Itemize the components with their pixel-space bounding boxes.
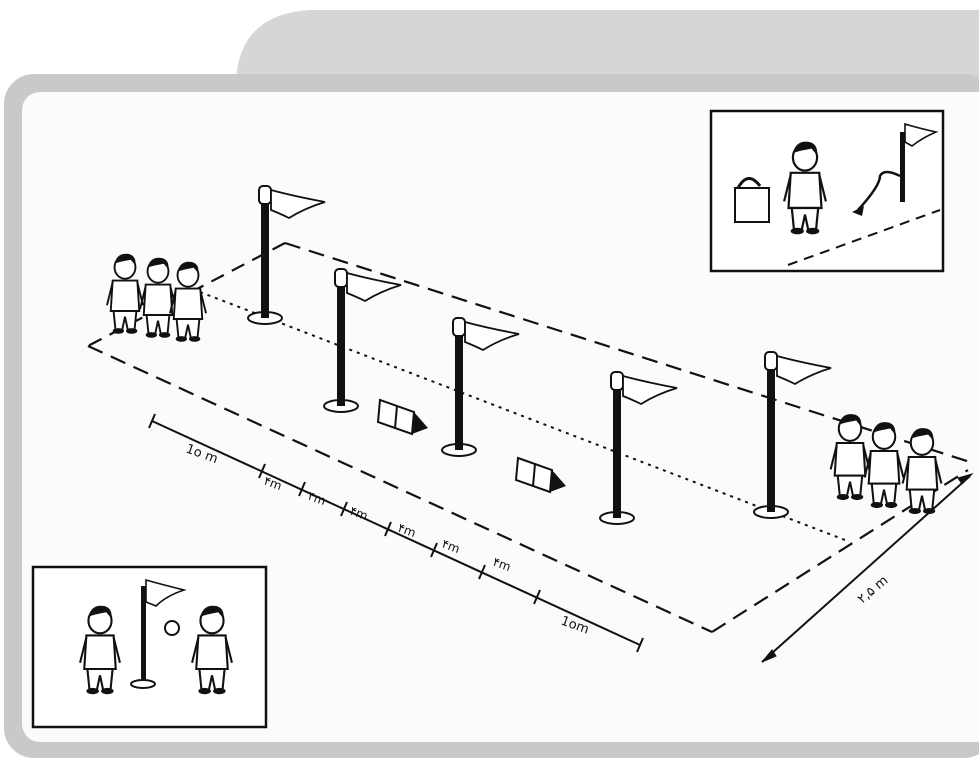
pole [613,376,621,518]
pole-cap [611,372,623,390]
inset-top-right [711,111,943,271]
pole [337,273,345,406]
inset-bottom-left [33,567,266,727]
ball-icon [165,621,179,635]
pole [455,322,463,450]
pole-base [131,680,155,688]
pole-cap [453,318,465,336]
pole-cap [259,186,271,204]
pole-cap [335,269,347,287]
header-tab [236,10,979,80]
pole [900,132,905,202]
pole [767,356,775,512]
pole-cap [765,352,777,370]
pole [261,190,269,318]
box-icon [735,188,769,222]
